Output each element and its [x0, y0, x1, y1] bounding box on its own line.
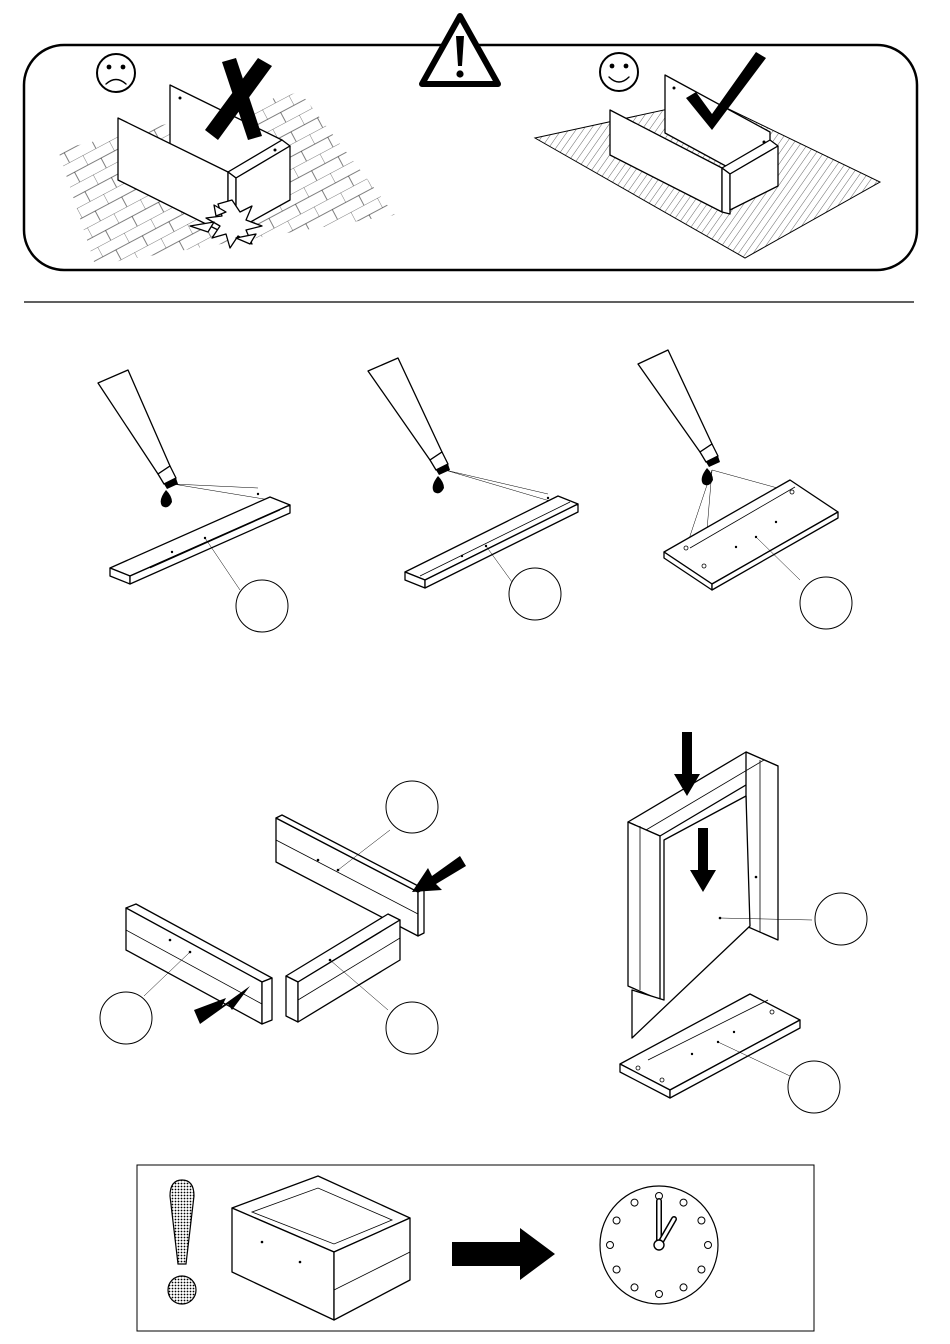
- part-callout: [815, 893, 867, 945]
- part-callout: [788, 1061, 840, 1113]
- warning-panel: [24, 16, 917, 270]
- clock-hour-marker: [631, 1284, 638, 1291]
- happy-face-icon: [600, 53, 638, 91]
- part-callout: [800, 577, 852, 629]
- sad-face-icon: [97, 54, 135, 92]
- glue-step-3: [638, 350, 852, 629]
- glue-step-1: [98, 370, 290, 632]
- part-callout: [236, 580, 288, 632]
- clock-hour-marker: [631, 1199, 638, 1206]
- clock-hub: [654, 1240, 664, 1250]
- clock-hour-marker: [680, 1199, 687, 1206]
- clock-hour-marker: [656, 1291, 663, 1298]
- clock-hour-marker: [698, 1217, 705, 1224]
- clock-hour-marker: [705, 1242, 712, 1249]
- glue-tube-icon: [98, 370, 178, 507]
- clock-hour-marker: [680, 1284, 687, 1291]
- glue-tube-icon: [638, 350, 720, 485]
- push-arrow-icon: [412, 856, 466, 892]
- clock-icon: [600, 1186, 718, 1304]
- part-callout: [386, 1002, 438, 1054]
- clock-hour-marker: [613, 1217, 620, 1224]
- clock-hour-marker: [613, 1266, 620, 1273]
- bottom-insert-step: [620, 732, 867, 1113]
- part-callout: [509, 568, 561, 620]
- glue-step-2: [368, 358, 578, 620]
- clock-hour-marker: [698, 1266, 705, 1273]
- drying-notice-panel: [137, 1165, 814, 1331]
- part-callout: [100, 992, 152, 1044]
- part-callout: [386, 781, 438, 833]
- clock-hour-marker: [607, 1242, 614, 1249]
- frame-assembly-step: [100, 781, 466, 1054]
- glue-tube-icon: [368, 358, 450, 493]
